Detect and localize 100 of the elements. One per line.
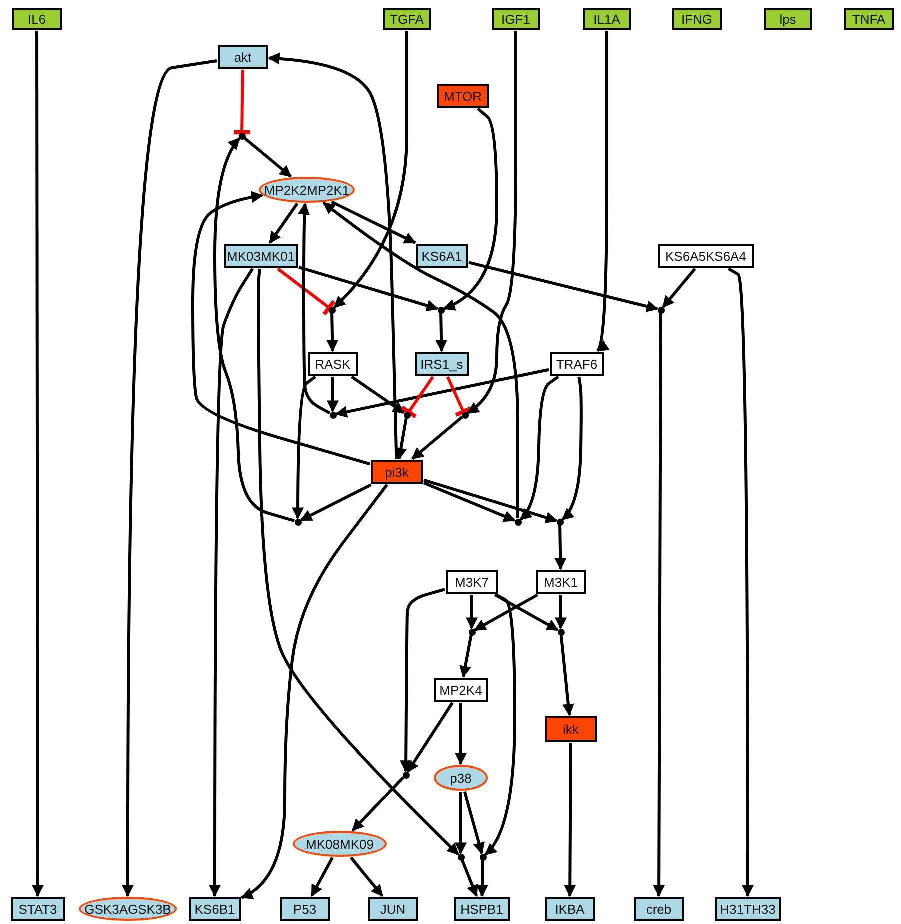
arrow	[298, 202, 331, 415]
arrow	[326, 313, 339, 352]
inhibition-line	[446, 376, 472, 418]
arrow	[412, 416, 464, 460]
arrow	[554, 525, 567, 570]
arrow	[244, 137, 292, 178]
junction-dot	[458, 854, 464, 860]
gene-ellipse: MK08MK09	[293, 831, 387, 857]
arrow	[662, 268, 696, 308]
arrow	[455, 792, 467, 855]
gene-box: IL1A	[583, 8, 631, 30]
inhibition-line	[234, 70, 250, 135]
gene-ellipse: p38	[434, 765, 488, 791]
arrow	[300, 484, 372, 522]
junction-dot	[468, 628, 476, 636]
arrow	[476, 860, 488, 898]
arrow	[335, 368, 550, 418]
arrow	[466, 595, 478, 630]
gene-ellipse: MP2K2MP2K1	[259, 177, 355, 203]
arrow	[257, 268, 460, 856]
arrow	[560, 635, 574, 716]
arrow	[728, 268, 754, 898]
gene-box: lps	[764, 8, 812, 30]
inhibition-line	[277, 268, 336, 316]
arrow	[334, 31, 408, 309]
arrow	[443, 108, 498, 310]
gene-box: MTOR	[437, 84, 489, 108]
gene-box: KS6A5KS6A4	[658, 244, 754, 268]
gene-box: IRS1_s	[415, 352, 469, 376]
arrow	[466, 31, 518, 414]
arrow	[474, 594, 539, 632]
gene-box: P53	[280, 897, 330, 921]
gene-box: JUN	[368, 897, 418, 921]
gene-box: HSPB1	[454, 897, 510, 921]
junction-dot	[658, 306, 664, 314]
arrow	[310, 857, 334, 898]
arrow	[460, 635, 473, 678]
gene-box: creb	[634, 897, 684, 921]
gene-box: MP2K4	[434, 678, 488, 702]
gene-box: MK03MK01	[224, 244, 298, 268]
gene-box: pi3k	[371, 460, 423, 484]
arrow	[455, 703, 467, 766]
arrow	[298, 266, 439, 312]
gene-box: M3K7	[446, 570, 498, 594]
gene-box: akt	[218, 45, 268, 69]
arrow	[436, 313, 448, 352]
gene-box: ikk	[545, 716, 597, 742]
inhibition-line	[401, 376, 434, 418]
arrow	[122, 60, 218, 898]
gene-box: M3K1	[536, 570, 586, 594]
arrow	[596, 31, 609, 352]
gene-box: STAT3	[11, 897, 65, 921]
arrow	[424, 478, 558, 524]
gene-box: IKBA	[545, 897, 595, 921]
arrow	[406, 702, 454, 774]
arrow	[468, 261, 659, 312]
arrow	[292, 376, 316, 520]
arrow	[555, 595, 567, 630]
gene-box: IFNG	[672, 8, 722, 30]
gene-box: KS6A1	[416, 244, 468, 268]
arrow	[350, 856, 384, 897]
arrow	[323, 202, 520, 518]
gene-box: TRAF6	[550, 352, 604, 376]
arrow	[192, 191, 370, 466]
arrow	[520, 376, 560, 521]
arrow	[240, 484, 388, 900]
junction-dot	[330, 412, 336, 418]
gene-box: IL6	[12, 8, 62, 30]
arrow	[214, 138, 296, 522]
arrow	[400, 588, 446, 773]
arrow	[494, 594, 559, 632]
junction-dot	[556, 518, 564, 526]
arrow	[268, 202, 299, 244]
junction-dot	[438, 306, 444, 314]
arrow	[331, 200, 416, 244]
arrow	[395, 418, 408, 460]
arrow	[564, 743, 576, 898]
arrow	[32, 31, 44, 898]
arrow	[327, 377, 339, 413]
junction-dot	[558, 628, 564, 636]
junction-dot	[294, 518, 302, 526]
gene-ellipse: GSK3AGSK3B	[79, 897, 177, 921]
arrow	[484, 594, 516, 856]
gene-box: H31TH33	[715, 897, 781, 921]
gene-box: TGFA	[383, 8, 431, 30]
junction-dot	[402, 772, 410, 778]
arrow	[653, 314, 666, 898]
gene-box: TNFA	[844, 8, 894, 30]
arrow	[352, 776, 405, 832]
arrow	[209, 268, 254, 898]
junction-dot	[514, 518, 522, 526]
arrow	[463, 791, 485, 855]
gene-box: KS6B1	[189, 897, 241, 921]
arrow	[423, 482, 516, 522]
gene-box: RASK	[308, 352, 358, 376]
arrow	[460, 860, 478, 898]
arrow	[268, 52, 398, 460]
gene-box: IGF1	[492, 8, 540, 30]
arrow	[351, 376, 406, 414]
arrow	[562, 376, 583, 521]
